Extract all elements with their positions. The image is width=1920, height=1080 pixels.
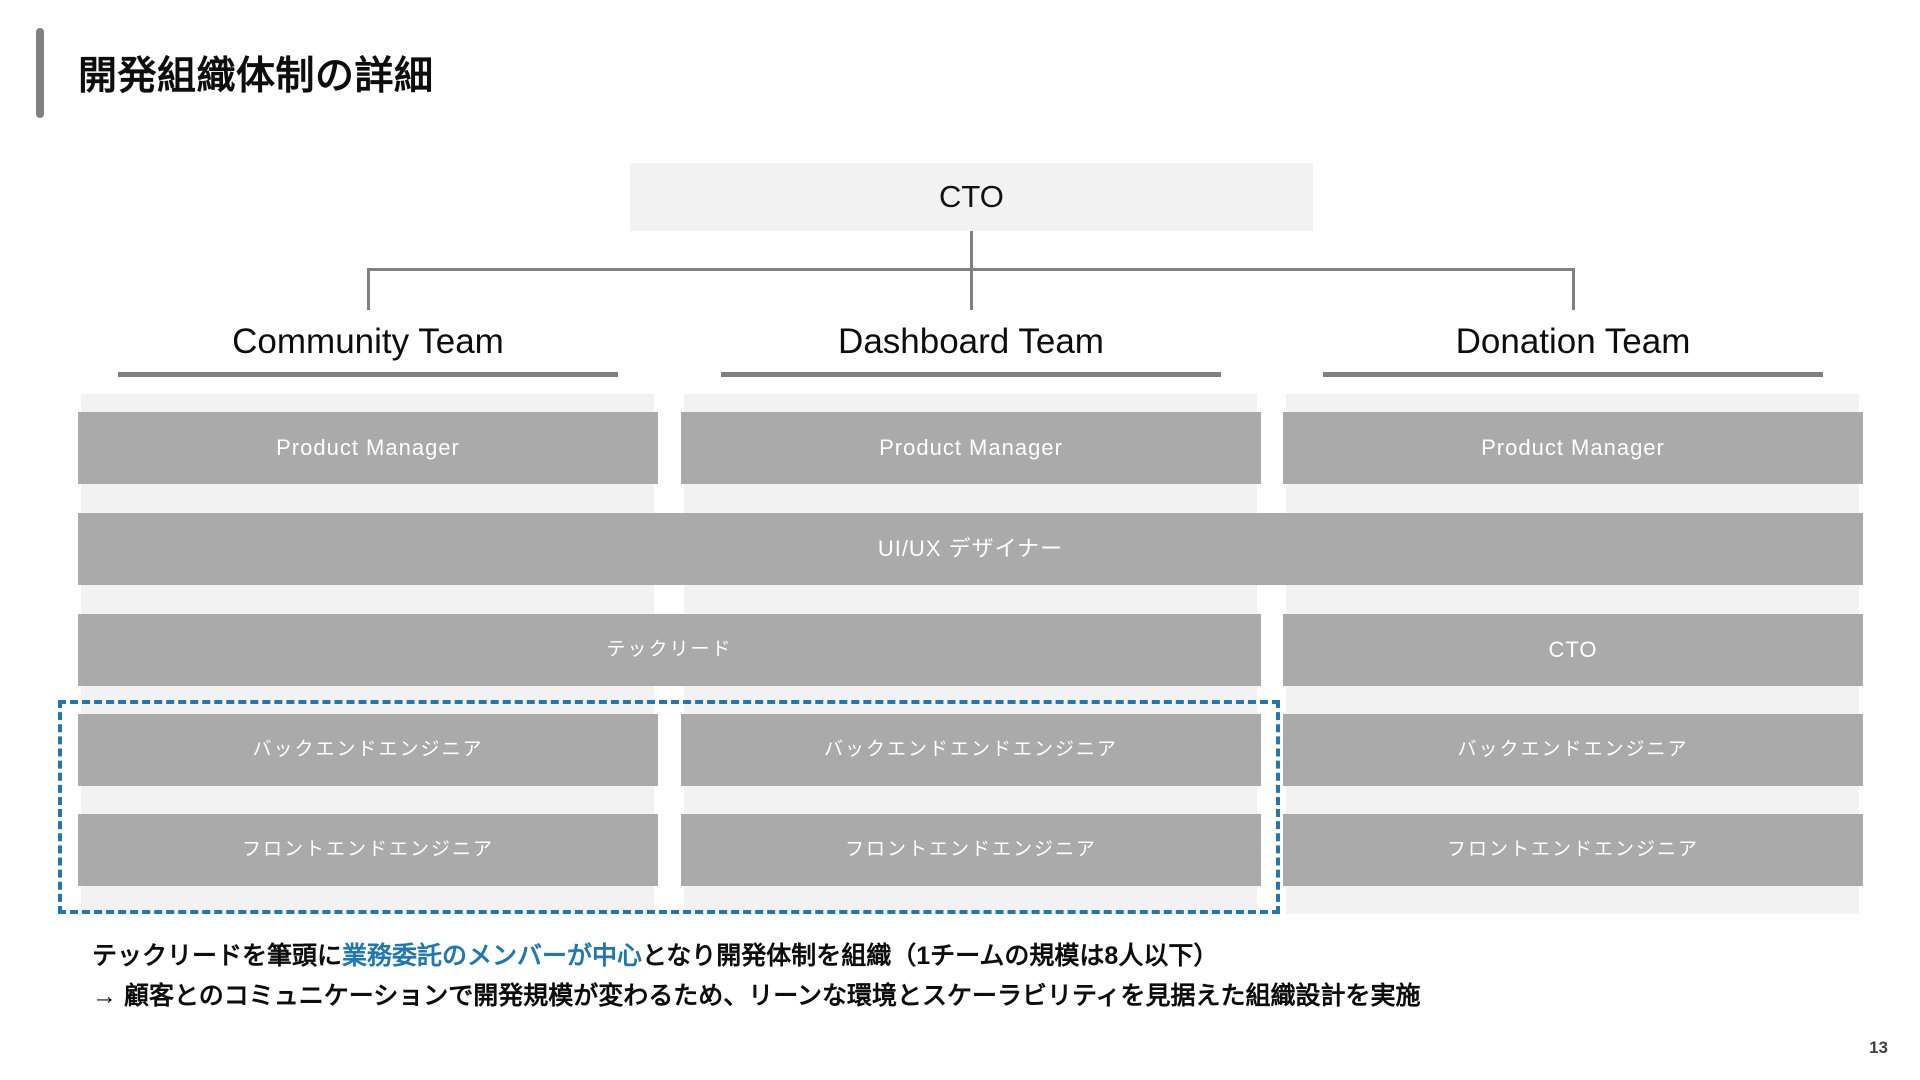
caption-line-2: → 顧客とのコミュニケーションで開発規模が変わるため、リーンな環境とスケーラビリ… xyxy=(92,982,1421,1010)
caption-line1-prefix: テックリードを筆頭に xyxy=(92,942,343,970)
role-box-backend-dashboard: バックエンドエンドエンジニア xyxy=(681,714,1261,786)
page-title: 開発組織体制の詳細 xyxy=(78,55,434,98)
caption-line1-highlight: 業務委託のメンバーが中心 xyxy=(342,942,643,970)
role-box-pm-dashboard: Product Manager xyxy=(681,412,1261,484)
role-box-backend-donation: バックエンドエンジニア xyxy=(1283,714,1863,786)
role-box-tech-lead: テックリード xyxy=(78,614,1261,686)
page-number: 13 xyxy=(1869,1038,1888,1057)
slide-header: 開発組織体制の詳細 xyxy=(0,0,1920,140)
title-accent-bar xyxy=(36,28,44,118)
role-box-frontend-donation: フロントエンドエンジニア xyxy=(1283,814,1863,886)
team-name-dashboard: Dashboard Team xyxy=(838,322,1104,361)
team-rule-community xyxy=(118,372,618,377)
team-header-community: Community Team xyxy=(118,320,618,377)
caption-line-1: テックリードを筆頭に業務委託のメンバーが中心となり開発体制を組織（1チームの規模… xyxy=(92,936,1420,976)
connector-drop-community xyxy=(367,268,370,310)
role-box-frontend-dashboard: フロントエンドエンジニア xyxy=(681,814,1261,886)
role-box-frontend-community: フロントエンドエンジニア xyxy=(78,814,658,886)
connector-drop-donation xyxy=(1572,268,1575,310)
role-box-pm-community: Product Manager xyxy=(78,412,658,484)
team-rule-donation xyxy=(1323,372,1823,377)
connector-drop-dashboard xyxy=(970,268,973,310)
team-rule-dashboard xyxy=(721,372,1221,377)
connector-root-vertical xyxy=(970,231,973,270)
caption-line1-suffix: となり開発体制を組織（1チームの規模は8人以下） xyxy=(642,942,1219,970)
role-box-pm-donation: Product Manager xyxy=(1283,412,1863,484)
slide-caption: テックリードを筆頭に業務委託のメンバーが中心となり開発体制を組織（1チームの規模… xyxy=(92,936,1420,1016)
team-name-donation: Donation Team xyxy=(1455,322,1691,361)
team-header-dashboard: Dashboard Team xyxy=(721,320,1221,377)
team-header-donation: Donation Team xyxy=(1323,320,1823,377)
team-name-community: Community Team xyxy=(232,322,504,361)
role-box-backend-community: バックエンドエンジニア xyxy=(78,714,658,786)
role-box-cto-donation: CTO xyxy=(1283,614,1863,686)
org-node-root-label: CTO xyxy=(939,179,1004,214)
role-box-uiux-designer: UI/UX デザイナー xyxy=(78,513,1863,585)
org-node-root-cto: CTO xyxy=(630,163,1313,231)
